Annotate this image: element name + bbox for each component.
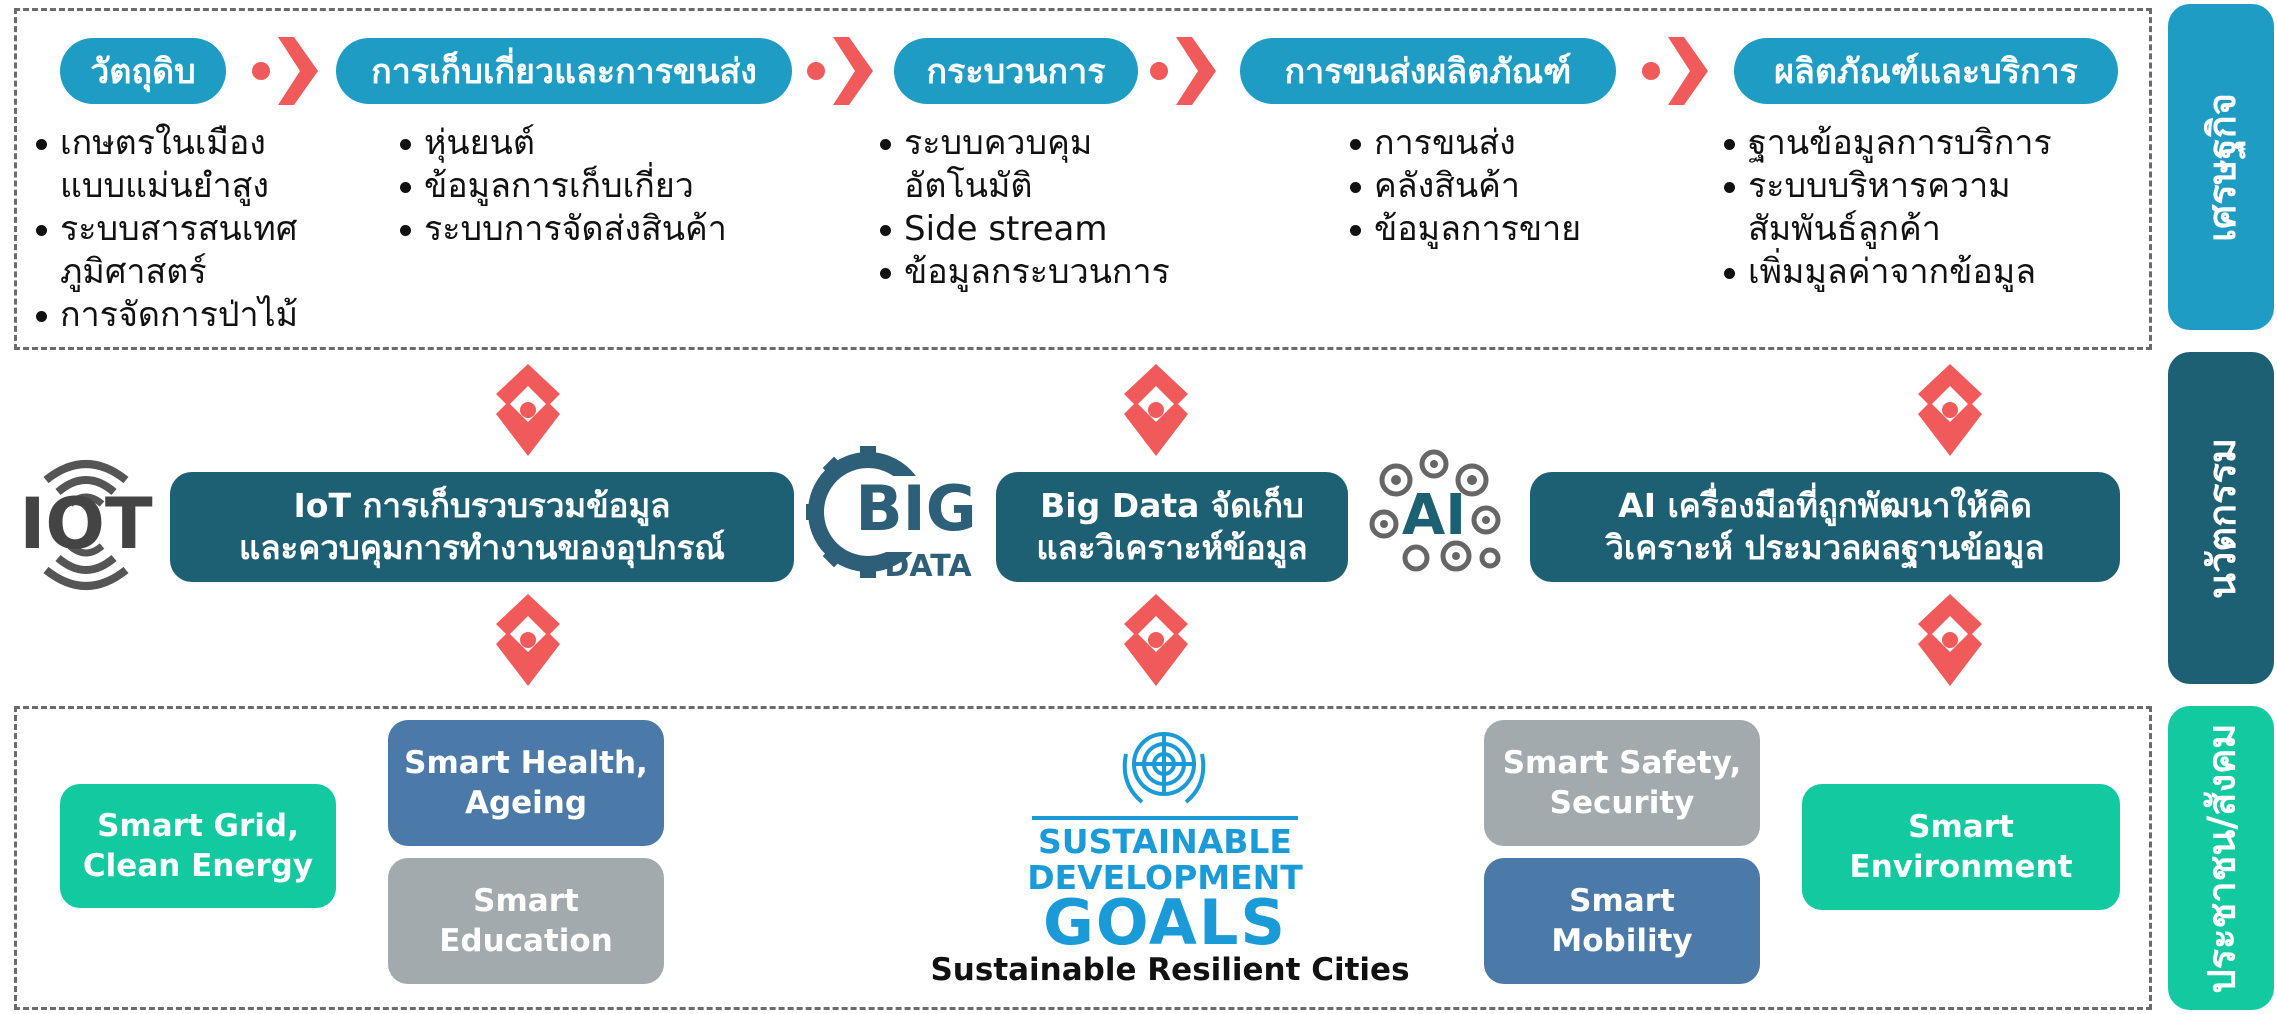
- sdg-goals: GOALS: [1042, 886, 1288, 959]
- chevron-right-icon: [807, 37, 873, 105]
- iot-box: IoT การเก็บรวบรวมข้อมูล และควบคุมการทำงา…: [170, 472, 794, 582]
- list-item: แบบแม่นยำสูง: [60, 166, 270, 206]
- iot-logo: IOT: [19, 460, 153, 590]
- big-data-box: Big Data จัดเก็บ และวิเคราะห์ข้อมูล: [996, 472, 1348, 582]
- smart-health-box: Smart Health, Ageing: [388, 720, 664, 846]
- stage-products-services: ผลิตภัณฑ์และบริการ: [1734, 38, 2118, 104]
- list-item: ข้อมูลกระบวนการ: [880, 251, 1170, 294]
- double-chevron-icon: [496, 364, 560, 456]
- sdg-rule: [1032, 816, 1298, 820]
- chevron-right-icon: [1150, 37, 1216, 105]
- double-chevron-icon: [1124, 594, 1188, 686]
- stage-harvest-transport: การเก็บเกี่ยวและการขนส่ง: [336, 38, 792, 104]
- smart-mobility-box: Smart Mobility: [1484, 858, 1760, 984]
- list-item: Side stream: [880, 208, 1170, 251]
- side-label-society: ประชาชน/สังคม: [2168, 706, 2274, 1010]
- smart-education-box: Smart Education: [388, 858, 664, 984]
- smart-environment-box: Smart Environment: [1802, 784, 2120, 910]
- side-label-economy: เศรษฐกิจ: [2168, 4, 2274, 330]
- list-item: ระบบการจัดส่งสินค้า: [400, 208, 727, 251]
- sdg-caption: Sustainable Resilient Cities: [930, 952, 1410, 988]
- sdg-line2: DEVELOPMENT: [1027, 858, 1303, 897]
- stage-items-list: หุ่นยนต์ ข้อมูลการเก็บเกี่ยว ระบบการจัดส…: [400, 122, 727, 251]
- economy-section: [14, 8, 2152, 350]
- list-item: ภูมิศาสตร์: [60, 252, 207, 292]
- stage-process: กระบวนการ: [894, 38, 1138, 104]
- stage-items-list: เกษตรในเมือง แบบแม่นยำสูง ระบบสารสนเทศ ภ…: [36, 122, 298, 337]
- list-item: ข้อมูลการขาย: [1350, 208, 1581, 251]
- sdg-line1: SUSTAINABLE: [1038, 822, 1292, 861]
- list-item: เพิ่มมูลค่าจากข้อมูล: [1724, 251, 2052, 294]
- list-item: ระบบบริหารความ: [1724, 165, 2052, 208]
- ai-logo-text: AI: [1402, 483, 1466, 548]
- stage-items-list: ระบบควบคุม อัตโนมัติ Side stream ข้อมูลก…: [880, 122, 1170, 294]
- double-chevron-icon: [496, 594, 560, 686]
- stage-raw-materials: วัตถุดิบ: [60, 38, 226, 104]
- stage-product-transport: การขนส่งผลิตภัณฑ์: [1240, 38, 1616, 104]
- list-item: การจัดการป่าไม้: [36, 294, 298, 337]
- big-logo-text: BIG: [855, 472, 976, 545]
- list-item: ระบบควบคุม: [880, 122, 1170, 165]
- list-item: ระบบสารสนเทศ: [36, 208, 298, 251]
- side-label-innovation: นวัตกรรม: [2168, 352, 2274, 684]
- smart-grid-box: Smart Grid, Clean Energy: [60, 784, 336, 908]
- smart-safety-box: Smart Safety, Security: [1484, 720, 1760, 846]
- list-item: การขนส่ง: [1350, 122, 1581, 165]
- un-emblem-icon: [1122, 732, 1206, 804]
- ai-box: AI เครื่องมือที่ถูกพัฒนาให้คิด วิเคราะห์…: [1530, 472, 2120, 582]
- list-item: หุ่นยนต์: [400, 122, 727, 165]
- double-chevron-icon: [1124, 364, 1188, 456]
- list-item: เกษตรในเมือง: [36, 122, 298, 165]
- chevron-right-icon: [1642, 37, 1708, 105]
- double-chevron-icon: [1918, 594, 1982, 686]
- double-chevron-icon: [1918, 364, 1982, 456]
- list-item: คลังสินค้า: [1350, 165, 1581, 208]
- stage-items-list: ฐานข้อมูลการบริการ ระบบบริหารความ สัมพัน…: [1724, 122, 2052, 294]
- stage-items-list: การขนส่ง คลังสินค้า ข้อมูลการขาย: [1350, 122, 1581, 251]
- sdg-logo: SUSTAINABLE DEVELOPMENT GOALS: [1020, 724, 1310, 959]
- list-item: ข้อมูลการเก็บเกี่ยว: [400, 165, 727, 208]
- big-data-logo: BIG DATA: [806, 446, 976, 584]
- iot-logo-text: IOT: [19, 483, 153, 565]
- list-item: สัมพันธ์ลูกค้า: [1748, 209, 1941, 249]
- chevron-right-icon: [252, 37, 318, 105]
- ai-brain-logo: AI: [1369, 449, 1501, 572]
- data-logo-text: DATA: [884, 549, 972, 584]
- list-item: ฐานข้อมูลการบริการ: [1724, 122, 2052, 165]
- list-item: อัตโนมัติ: [904, 166, 1033, 206]
- society-section: [14, 706, 2152, 1010]
